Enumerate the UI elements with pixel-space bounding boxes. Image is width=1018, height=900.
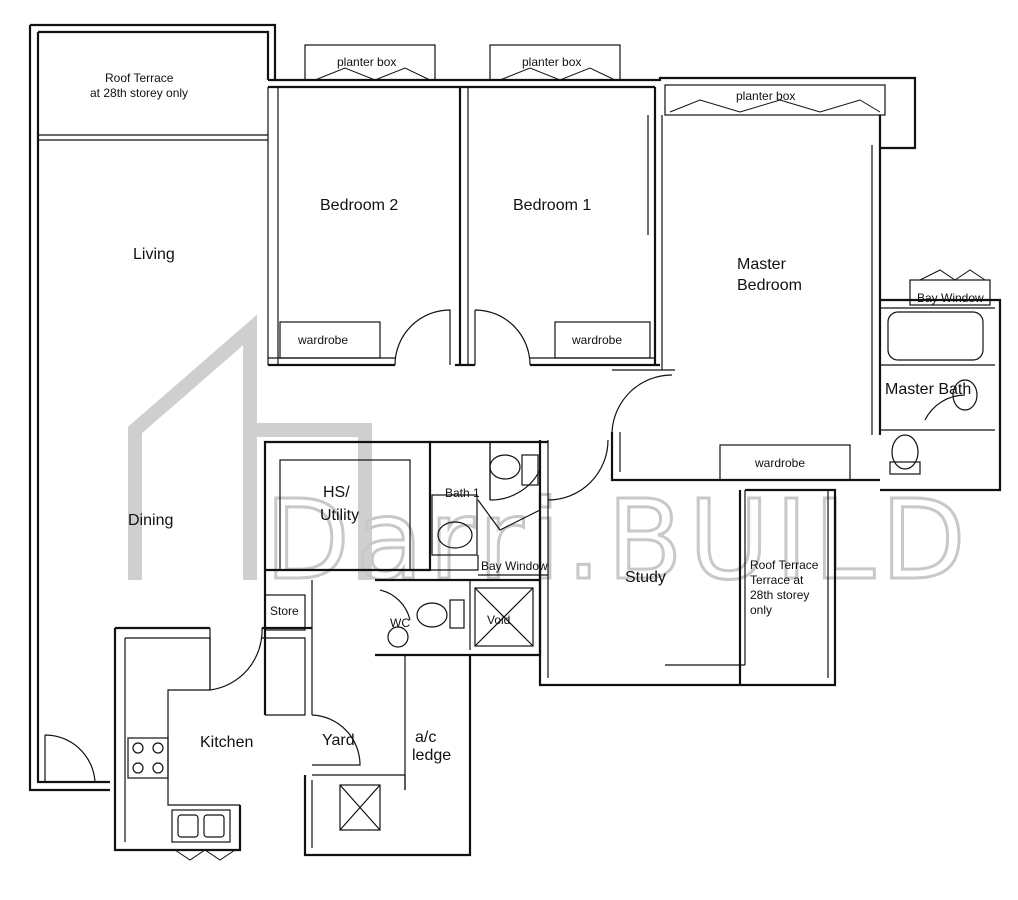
- label-planter-box-3: planter box: [736, 89, 795, 103]
- kitchen-sink-icon: [171, 809, 231, 843]
- label-hs-utility-2: Utility: [320, 507, 359, 524]
- watermark-text: Darri.BUILD: [265, 476, 972, 604]
- wardrobe-bedroom-2: [279, 321, 381, 359]
- door-kitchen: [209, 627, 263, 691]
- label-bedroom-1: Bedroom 1: [513, 197, 591, 214]
- label-roof-terrace-side-1: Roof Terrace: [750, 558, 819, 572]
- label-master-bath: Master Bath: [885, 381, 971, 398]
- door-bedroom-1: [474, 309, 531, 366]
- label-study: Study: [625, 569, 666, 586]
- stove-icon: [127, 737, 169, 779]
- label-wardrobe-bedroom-1: wardrobe: [571, 333, 622, 347]
- door-study: [547, 439, 609, 501]
- label-planter-box-1: planter box: [337, 55, 396, 69]
- label-bay-window-bath: Bay Window: [481, 559, 548, 573]
- label-master-bedroom-1: Master: [737, 256, 787, 273]
- wardrobe-bedroom-1: [554, 321, 651, 359]
- door-bedroom-2: [394, 309, 451, 366]
- basin-icon: [437, 521, 473, 549]
- basin-icon: [387, 626, 409, 648]
- door-master-bath: [924, 394, 966, 421]
- label-wardrobe-master: wardrobe: [754, 456, 805, 470]
- label-roof-terrace-side-3: 28th storey: [750, 588, 809, 602]
- label-planter-box-2: planter box: [522, 55, 581, 69]
- toilet-icon: [891, 434, 919, 470]
- label-kitchen: Kitchen: [200, 734, 253, 751]
- door-master-bedroom: [611, 374, 673, 433]
- door-wc: [379, 589, 411, 621]
- label-roof-terrace-side-2: Terrace at: [750, 573, 804, 587]
- label-master-bedroom-2: Bedroom: [737, 277, 802, 294]
- label-living: Living: [133, 246, 175, 263]
- bathtub-icon: [887, 311, 984, 361]
- planter-box-1: [304, 44, 436, 81]
- label-hs-utility-1: HS/: [323, 484, 350, 501]
- label-yard: Yard: [322, 732, 355, 749]
- label-dining: Dining: [128, 512, 173, 529]
- toilet-icon: [416, 602, 448, 628]
- room-labels: Roof Terrace at 28th storey only Living …: [90, 71, 984, 764]
- label-store: Store: [270, 604, 299, 618]
- planter-box-3: [664, 84, 886, 116]
- label-bay-window-master: Bay Window: [917, 291, 984, 305]
- label-void: Void: [487, 613, 510, 627]
- walls: [28, 23, 1002, 857]
- wardrobe-master: [719, 444, 851, 481]
- door-main-entrance: [44, 734, 96, 783]
- label-roof-terrace-top-1: Roof Terrace: [105, 71, 174, 85]
- label-roof-terrace-side-4: only: [750, 603, 772, 617]
- watermark-house-icon: [128, 314, 372, 580]
- bay-window-master: [909, 279, 991, 306]
- label-roof-terrace-top-2: at 28th storey only: [90, 86, 188, 100]
- label-wardrobe-bedroom-2: wardrobe: [297, 333, 348, 347]
- label-bedroom-2: Bedroom 2: [320, 197, 398, 214]
- door-bath-1: [489, 442, 541, 501]
- label-wc: WC: [390, 616, 410, 630]
- fixture-labels: planter box planter box planter box ward…: [297, 55, 805, 470]
- doors: [44, 309, 966, 783]
- label-ac-ledge-1: a/c: [415, 729, 436, 746]
- door-yard: [311, 714, 361, 766]
- sink-icon: [952, 379, 978, 411]
- fixtures: [127, 44, 991, 861]
- watermark: Darri.BUILD: [128, 314, 972, 606]
- toilet-icon: [489, 454, 521, 480]
- planter-box-2: [489, 44, 621, 81]
- label-ac-ledge-2: ledge: [412, 747, 451, 764]
- label-bath-1: Bath 1: [445, 486, 480, 500]
